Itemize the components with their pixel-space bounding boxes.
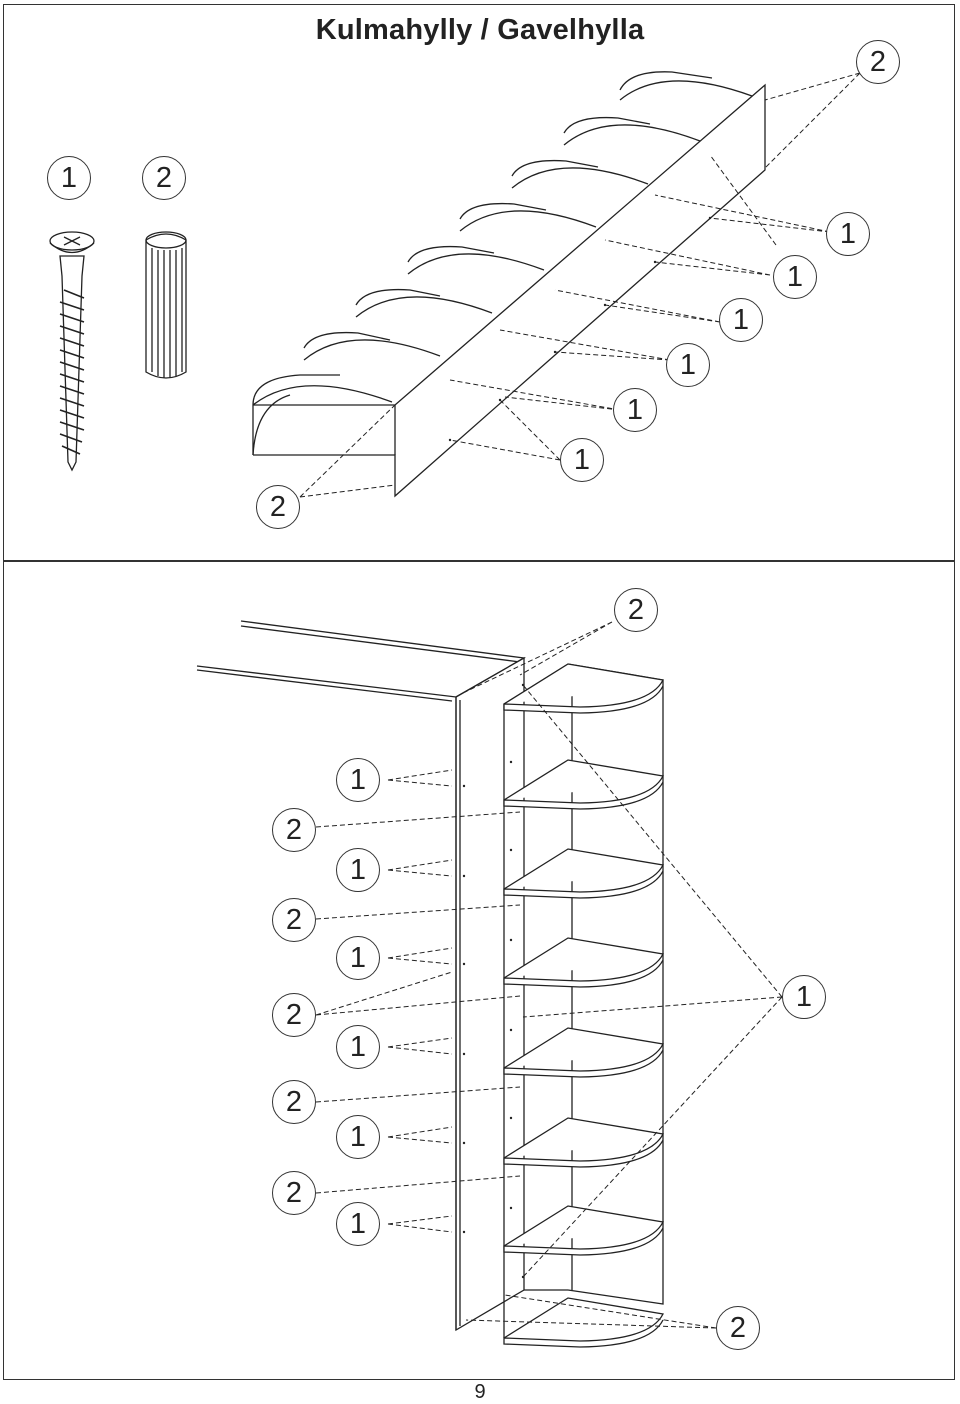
shelf [503, 1027, 664, 1078]
hole-dot [653, 260, 657, 264]
bottom-panel [3, 561, 955, 1380]
callout-screw: 1 [826, 212, 870, 256]
page-number: 9 [474, 1381, 486, 1403]
hole-dot [462, 962, 466, 966]
hole-dot [509, 1206, 513, 1210]
callout-dowel: 2 [856, 40, 900, 84]
callout-screw: 1 [336, 1202, 380, 1246]
screw-icon [49, 231, 95, 472]
callout-screw: 1 [336, 758, 380, 802]
callout-screw: 1 [336, 1115, 380, 1159]
hole-dot [462, 1141, 466, 1145]
callout-screw: 1 [782, 975, 826, 1019]
callout-screw: 1 [666, 343, 710, 387]
part-1-label: 1 [47, 156, 91, 200]
callout-dowel: 2 [272, 993, 316, 1037]
hole-dot [498, 398, 502, 402]
shelf [503, 663, 664, 714]
callout-screw: 1 [336, 848, 380, 892]
hole-dot [521, 683, 525, 687]
hole-dot [509, 1028, 513, 1032]
callout-screw: 1 [613, 388, 657, 432]
hole-dot [553, 350, 557, 354]
callout-screw: 1 [773, 255, 817, 299]
callout-dowel: 2 [256, 485, 300, 529]
side-panel-bottom [455, 656, 525, 1332]
shelf [503, 1205, 664, 1256]
top-panel [3, 4, 955, 561]
callout-dowel: 2 [272, 1080, 316, 1124]
hole-dot [509, 848, 513, 852]
callout-dowel: 2 [614, 588, 658, 632]
shelf [503, 759, 664, 810]
hole-dot [509, 938, 513, 942]
side-panel-top [252, 71, 766, 498]
page-title: Kulmahylly / Gavelhylla [315, 14, 645, 46]
part-2-label: 2 [142, 156, 186, 200]
hole-dot [462, 784, 466, 788]
callout-screw: 1 [336, 936, 380, 980]
hole-dot [603, 303, 607, 307]
hole-dot [448, 438, 452, 442]
callout-dowel: 2 [272, 898, 316, 942]
hole-dot [462, 874, 466, 878]
callout-screw: 1 [560, 438, 604, 482]
shelf [503, 1297, 664, 1348]
hole-dot [521, 1275, 525, 1279]
hole-dot [462, 1230, 466, 1234]
dowel-icon [145, 231, 187, 379]
hole-dot [509, 1116, 513, 1120]
hole-dot [509, 760, 513, 764]
callout-screw: 1 [719, 298, 763, 342]
shelf [503, 937, 664, 988]
shelf [503, 1117, 664, 1168]
callout-screw: 1 [336, 1025, 380, 1069]
callout-dowel: 2 [272, 1171, 316, 1215]
hole-dot [462, 1052, 466, 1056]
callout-dowel: 2 [272, 808, 316, 852]
hole-dot [708, 216, 712, 220]
shelf [503, 848, 664, 899]
corner-shelf-unit [503, 663, 664, 1348]
callout-dowel: 2 [716, 1306, 760, 1350]
